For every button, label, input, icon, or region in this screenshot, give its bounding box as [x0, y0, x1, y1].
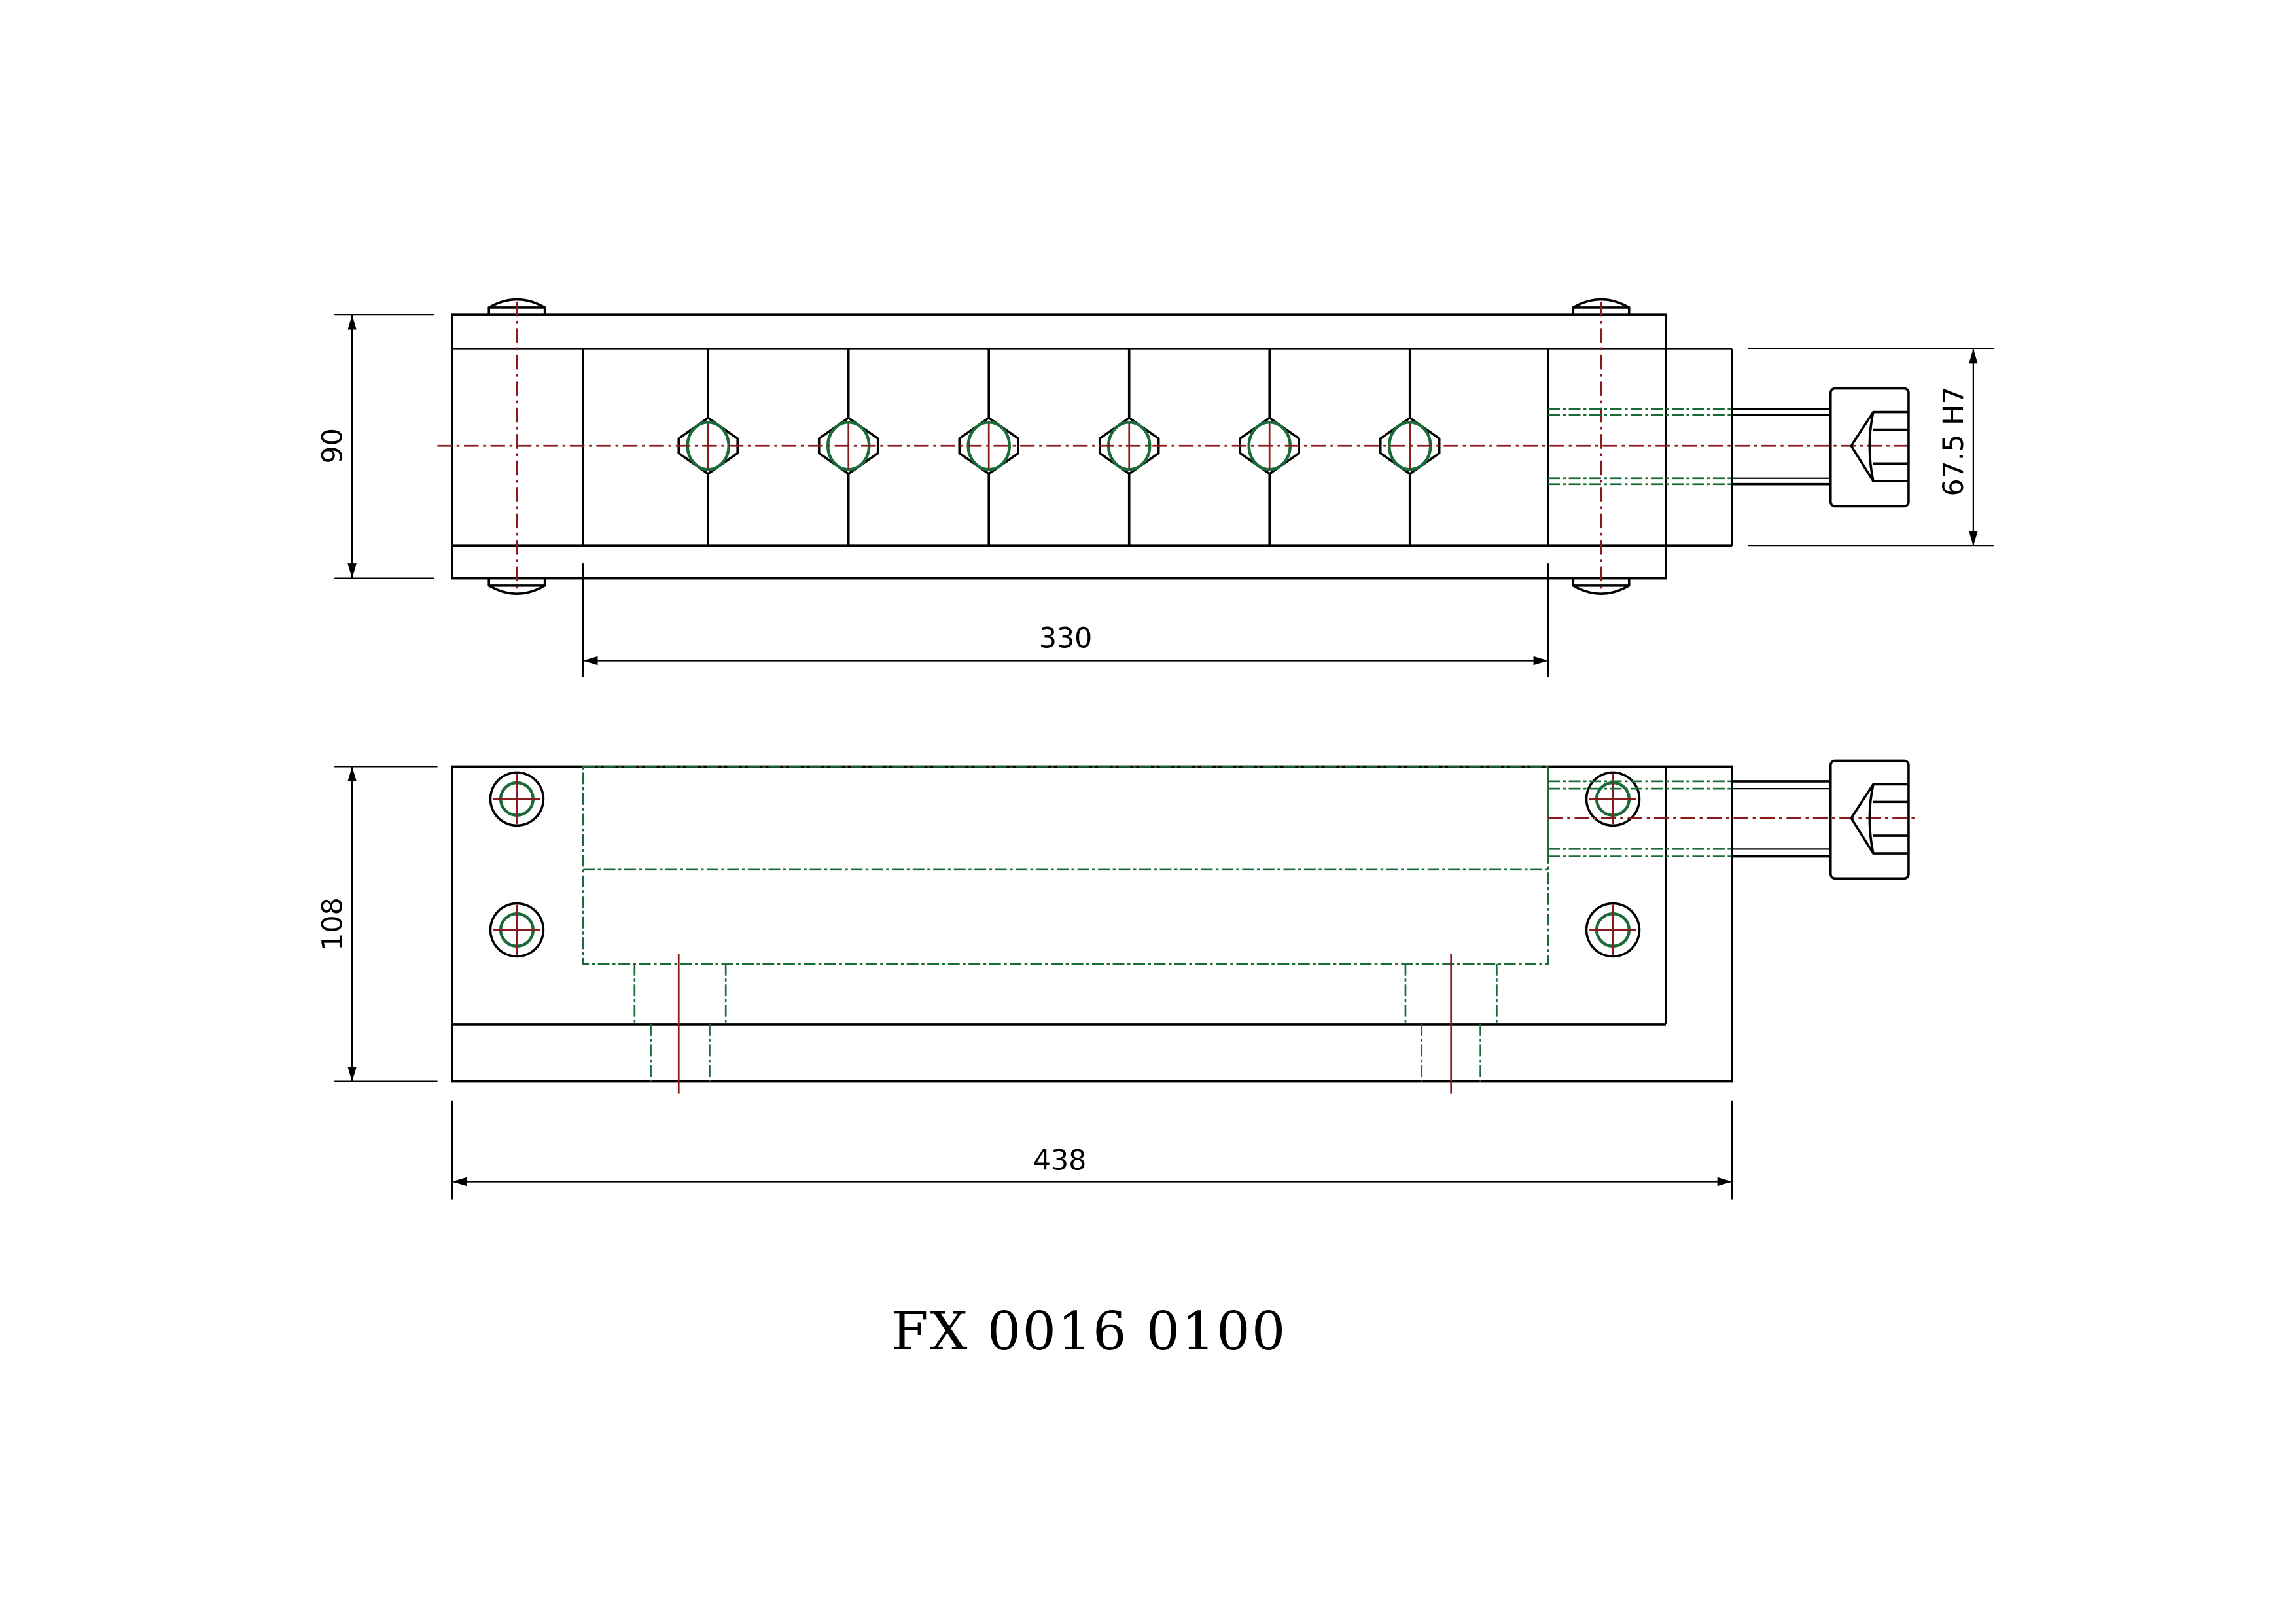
clamp-jaw — [1098, 348, 1160, 546]
clamp-jaw — [817, 348, 879, 546]
bolt-hole — [1585, 771, 1641, 827]
bolt-hole — [489, 902, 545, 958]
front-view: 108 438 — [316, 759, 1918, 1200]
hex-nut — [1829, 387, 1910, 508]
hex-nut — [1829, 759, 1910, 880]
top-view: 90 67.5 H7 330 — [316, 298, 1994, 677]
dimension-330: 330 — [1039, 622, 1093, 654]
locating-pin — [1404, 963, 1498, 1082]
clamp-jaw — [1379, 348, 1441, 546]
bolt-hole — [489, 771, 545, 827]
clamp-jaw — [677, 348, 739, 546]
clamp-jaw — [958, 348, 1019, 546]
locating-pin — [633, 963, 727, 1082]
dimension-108: 108 — [316, 897, 349, 951]
dimension-90: 90 — [316, 428, 349, 463]
drawing-title: FX 0016 0100 — [891, 1301, 1286, 1363]
clamp-jaw — [1239, 348, 1300, 546]
bolt-holes — [489, 771, 1641, 958]
bolt-hole — [1585, 902, 1641, 958]
clamp-jaws — [677, 348, 1441, 546]
dimension-bore: 67.5 H7 — [1937, 387, 1970, 497]
dimension-438: 438 — [1033, 1144, 1087, 1177]
